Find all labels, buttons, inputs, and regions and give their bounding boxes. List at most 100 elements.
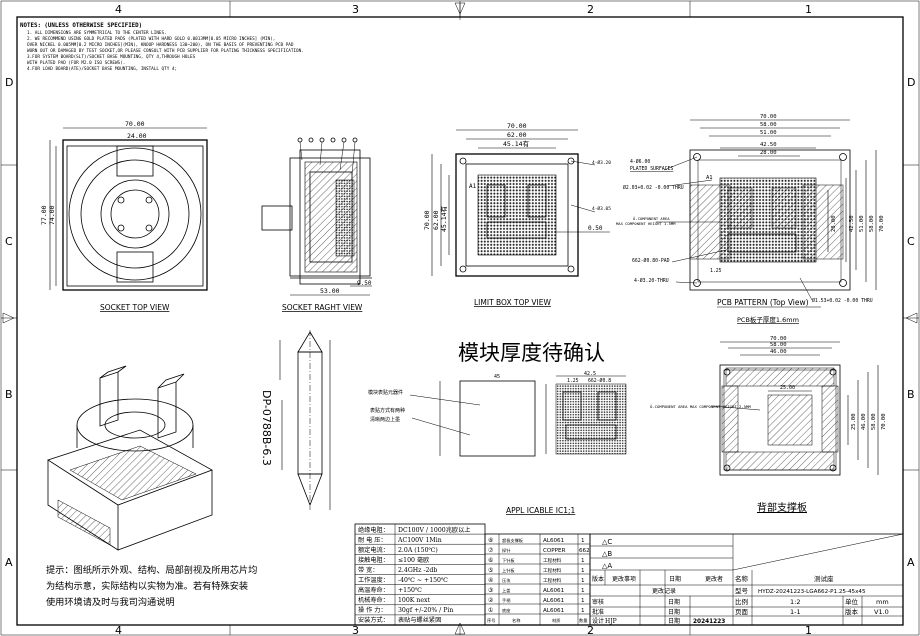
dim-socket-inner: 24.00 <box>127 132 147 140</box>
dim-socket-h1: 77.00 <box>40 205 48 225</box>
part-number: DP-0788B-6.3 <box>260 390 273 466</box>
bom-material: AL6061 <box>543 538 565 544</box>
sign-label: 日期 <box>668 617 680 625</box>
bom-material: AL6061 <box>543 588 565 594</box>
tb-version-value: V1.0 <box>874 608 889 616</box>
zone-col-4-bottom: 4 <box>115 624 122 636</box>
dim-module-125: 1.25 <box>567 378 579 384</box>
rev-header: 更改事项 <box>612 575 636 583</box>
bom-qty: 662 <box>579 548 590 554</box>
dim-support-right: 58.00 <box>871 413 877 430</box>
note-line: 3.FOR SYSTEM BOARD(SLT)/SOCKET BASE MOUN… <box>27 54 196 60</box>
dim-module-45: 45 <box>494 374 500 380</box>
revision-mark: △C <box>602 538 612 546</box>
bom-name: 上盖 <box>502 587 510 593</box>
bom-no: ③ <box>488 587 493 594</box>
zone-labels: 4 3 2 1 4 3 2 1 D C B A D C B A <box>5 3 915 636</box>
bom-table: ⑧ 超极支撑板 AL6061 1 ⑦ 探针 COPPER 662 ⑥ 下针板 工… <box>484 533 591 626</box>
pcb-pattern-caption: PCB PATTERN (Top View) <box>717 298 809 307</box>
spec-label: 机械寿命： <box>358 596 389 604</box>
zone-col-3-bottom: 3 <box>352 624 359 636</box>
dim-limit-h3: 45.14有 <box>439 205 448 232</box>
pcb-callout: 4-Ø6.00 <box>630 158 650 165</box>
dim-limit-h1: 70.00 <box>423 210 431 230</box>
dim-side-small: 9.50 <box>357 280 372 287</box>
bom-qty: 1 <box>581 598 585 604</box>
tb-name-label: 名称 <box>735 574 749 583</box>
note-line: OVER NICKEL 0.005MM[0.2 MICRO INCHES](MI… <box>27 42 294 48</box>
bom-material: 工程材料 <box>543 577 562 584</box>
module-label: 模块表贴元器件 <box>368 389 403 396</box>
bom-name: 超极支撑板 <box>502 537 524 544</box>
zone-col-1-bottom: 1 <box>805 624 812 636</box>
spec-label: 带 宽： <box>358 566 379 574</box>
dim-module-42: 42.5 <box>584 371 596 377</box>
spec-label: 耐 电 压： <box>358 536 387 544</box>
support-note: Ö-COMPONENT AREA MAX COMPONENT HEIGHT 2.… <box>650 404 751 409</box>
probe-pin-view: DP-0788B-6.3 <box>260 330 331 510</box>
title-block: △C △B △A 版本 更改事项 日期 更改者 更改记录 审核 日期 批准 日期… <box>589 533 904 626</box>
dim-module-pad: 662-Ø0.8 <box>588 377 611 384</box>
bom-qty: 1 <box>581 608 585 614</box>
sign-label: 日期 <box>668 598 680 606</box>
spec-label: 额定电流： <box>358 546 389 554</box>
bom-no: ② <box>488 597 494 604</box>
socket-top-view: 70.00 24.00 77.00 74.00 SOCKET TOP VIEW <box>40 120 208 312</box>
tip-block: 提示：图纸所示外观、结构、局部剖视及所用芯片均 为结构示意，实际结构以实物为准。… <box>46 564 257 608</box>
dim-support-right: 70.00 <box>881 413 887 430</box>
rev-header: 版本 <box>592 575 604 583</box>
zone-row-c-right: C <box>907 235 915 248</box>
dim-socket-width: 70.00 <box>125 120 145 128</box>
dim-support-top: 70.00 <box>770 336 787 342</box>
bom-material: COPPER <box>543 548 566 554</box>
zone-row-a: A <box>5 556 13 569</box>
dim-pcb-right: 70.00 <box>879 215 885 232</box>
pcb-callout: MAX COMPONENT HEIGHT 1.5MM <box>616 221 676 226</box>
bom-material: AL6061 <box>543 608 565 614</box>
zone-col-1: 1 <box>805 3 812 16</box>
sign-label: 审核 <box>592 598 604 606</box>
bom-name: 底座 <box>502 607 510 614</box>
bom-name: 探针 <box>502 547 510 554</box>
support-plate-view: 70.00 58.00 46.00 25.00 25.00 46.00 58.0… <box>650 336 887 514</box>
sign-label: 批准 <box>592 608 604 616</box>
rev-header: 日期 <box>669 575 681 583</box>
tip-line: 使用环境请及时与我司沟通说明 <box>46 596 175 608</box>
sign-label: 日期 <box>668 608 680 616</box>
module-label: 清晰两边上墨 <box>370 416 400 423</box>
dim-support-top: 25.00 <box>780 385 795 391</box>
dim-pcb-right: 58.00 <box>869 215 875 232</box>
spec-label: 操 作 力： <box>358 606 387 614</box>
bom-qty: 1 <box>581 538 585 544</box>
zone-col-3: 3 <box>352 3 359 16</box>
bom-material: 工程材料 <box>543 567 562 574</box>
dim-pcb-right: 28.00 <box>831 215 837 232</box>
tb-page-label: 页面 <box>735 608 749 616</box>
note-line: WITH PLATED PAD (FOR M2.0 ISO SCREWS). <box>27 60 125 66</box>
pcb-callout: Ø2.03+0.02 -0.00 THRU <box>623 184 684 191</box>
dim-limit-w1: 70.00 <box>507 122 527 130</box>
spec-value: 30gf +/-20% / Pin <box>398 607 453 614</box>
sign-label: 设计 <box>592 617 604 625</box>
thickness-pending-note: 模块厚度待确认 <box>458 341 605 365</box>
pcb-pattern-view: 70.00 58.00 51.00 42.50 28.00 28.00 42.5… <box>616 114 885 324</box>
pcb-callout: Ö-COMPONENT AREA <box>633 216 670 221</box>
limit-a1-marker: A1 <box>469 183 477 190</box>
pcb-thickness-caption: PCB板子厚度1.6mm <box>737 315 799 324</box>
dim-pcb-top: 28.00 <box>760 150 777 156</box>
dim-limit-w3: 45.14有 <box>503 139 530 148</box>
tip-line: 为结构示意，实际结构以实物为准。若有特殊安装 <box>46 580 248 592</box>
dim-pcb-top: 42.50 <box>760 142 777 148</box>
module-view: 45 模块表贴元器件 表贴方式有两种 清晰两边上墨 42.5 1.25 662-… <box>368 371 627 515</box>
rev-header: 更改者 <box>705 575 723 583</box>
applicable-ic-caption: APPL ICABLE IC1;1 <box>506 506 576 515</box>
spec-value: 100K next <box>398 597 431 604</box>
limit-box-view: 70.00 62.00 45.14有 70.00 62.00 45.14有 A1… <box>423 122 611 307</box>
bom-no: ⑥ <box>488 557 493 564</box>
spec-label: 绝缘电阻： <box>358 526 389 534</box>
bom-name: 下针板 <box>502 557 515 564</box>
support-caption: 背部支撑板 <box>757 501 807 514</box>
pcb-a1-marker: A1 <box>706 175 713 181</box>
tb-scale-label: 比例 <box>735 597 748 606</box>
bom-qty: 1 <box>581 558 585 564</box>
